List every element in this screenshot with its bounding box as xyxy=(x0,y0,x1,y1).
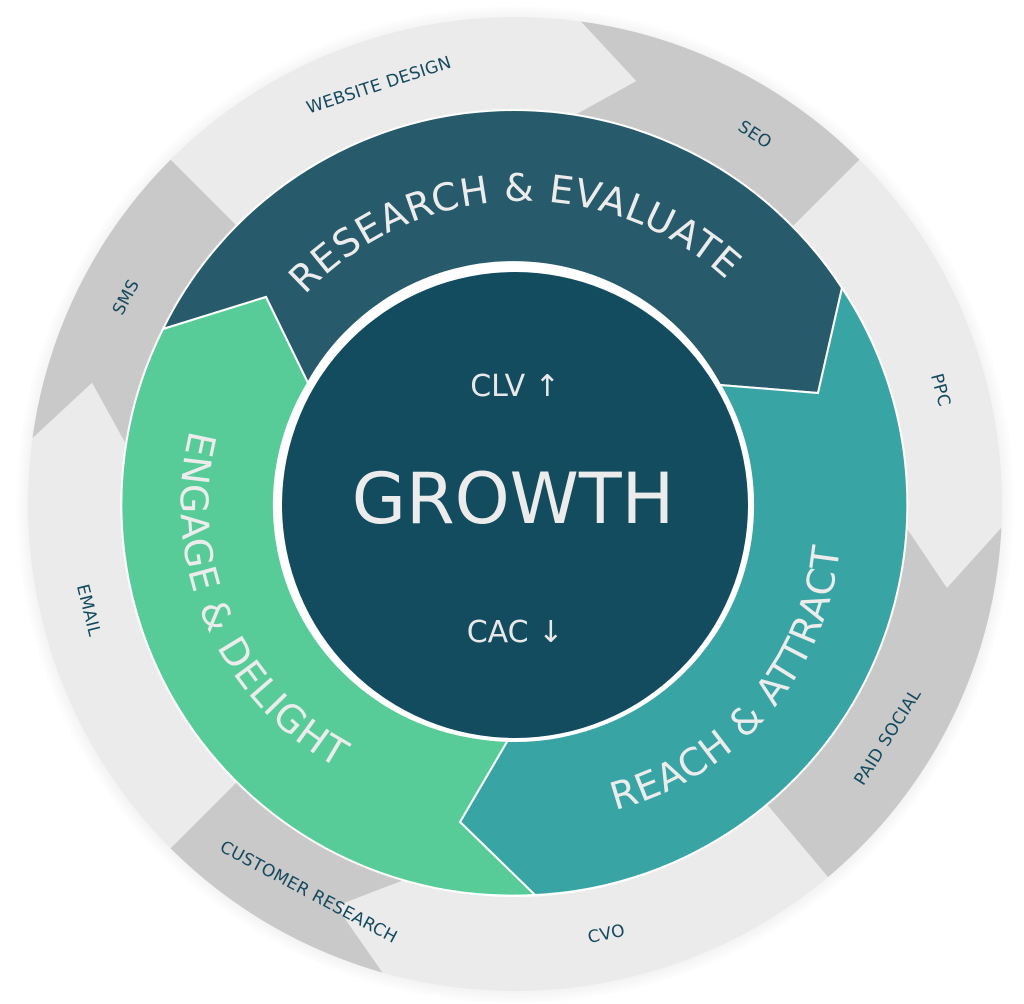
channel-segment-seo xyxy=(554,17,869,243)
channel-segment-paid-social xyxy=(752,510,1002,888)
stage-research-evaluate xyxy=(161,109,844,395)
stage-engage-delight xyxy=(120,295,538,897)
channel-segment-customer-research xyxy=(161,765,424,990)
channel-segment-sms xyxy=(27,150,254,465)
stage-segments xyxy=(120,109,909,897)
stage-reach-attract xyxy=(458,285,909,897)
growth-title: GROWTH xyxy=(352,458,675,540)
clv-metric: CLV ↑ xyxy=(470,369,560,404)
channel-segments xyxy=(27,17,1002,990)
center-circle xyxy=(282,272,748,738)
cac-metric: CAC ↓ xyxy=(467,615,564,650)
